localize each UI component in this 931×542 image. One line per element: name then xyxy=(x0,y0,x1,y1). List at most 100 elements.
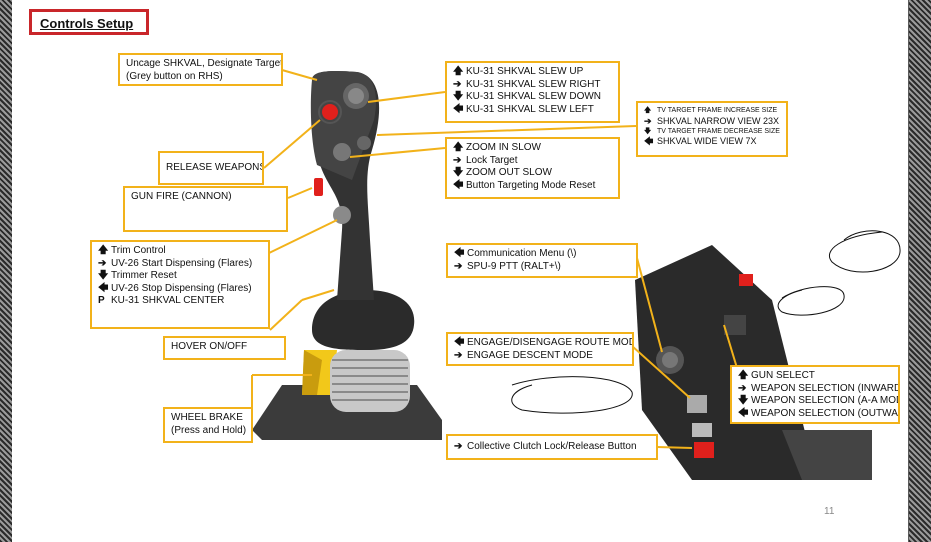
arrow-left-icon: 🡄 xyxy=(738,407,749,419)
callout-text: KU-31 SHKVAL SLEW RIGHT xyxy=(466,78,601,90)
leader-lines xyxy=(251,69,738,449)
callout-row: 🡄UV-26 Stop Dispensing (Flares) xyxy=(98,283,262,296)
callout-text: KU-31 SHKVAL SLEW UP xyxy=(466,66,584,77)
callout-row: P KU-31 SHKVAL CENTER xyxy=(98,295,262,308)
title-box: Controls Setup xyxy=(29,9,149,35)
page-title: Controls Setup xyxy=(40,16,134,31)
callout-row: 🡅KU-31 SHKVAL SLEW UP xyxy=(453,66,612,79)
callout-text: KU-31 SHKVAL SLEW LEFT xyxy=(466,103,594,115)
arrow-left-icon: 🡄 xyxy=(454,248,465,259)
callout-row: ➔ENGAGE DESCENT MODE xyxy=(454,350,626,363)
collective-panel xyxy=(635,245,872,480)
callout-row: ➔ UV-26 Start Dispensing (Flares) xyxy=(98,258,262,271)
callout-text: Lock Target xyxy=(466,154,518,166)
callout-hover: HOVER ON/OFF xyxy=(163,336,286,360)
arrow-left-icon: 🡄 xyxy=(644,136,654,146)
callout-text: SPU-9 PTT (RALT+\) xyxy=(467,260,561,272)
callout-row: 🡇 TV TARGET FRAME DECREASE SIZE xyxy=(644,127,780,137)
callout-line: (Grey button on RHS) xyxy=(126,70,223,82)
arrow-down-icon: 🡇 xyxy=(453,167,464,178)
callout-row: 🡄Communication Menu (\) xyxy=(454,248,630,261)
callout-row: ➔KU-31 SHKVAL SLEW RIGHT xyxy=(453,79,612,92)
callout-row: ➔ Lock Target xyxy=(453,155,612,168)
arrow-down-icon: 🡇 xyxy=(738,395,749,406)
callout-row: 🡅 TV TARGET FRAME INCREASE SIZE xyxy=(644,106,780,116)
callout-row: ➔ SPU-9 PTT (RALT+\) xyxy=(454,261,630,274)
scribble-marks xyxy=(511,230,901,414)
document-page: Controls Setup Uncage SHKVAL, Designate … xyxy=(12,0,908,542)
callout-route-mode: 🡄ENGAGE/DISENGAGE ROUTE MODE ➔ENGAGE DES… xyxy=(446,332,634,366)
callout-text: ENGAGE DESCENT MODE xyxy=(467,349,593,361)
arrow-left-icon: 🡄 xyxy=(98,282,109,294)
callout-text: GUN SELECT xyxy=(751,370,815,381)
arrow-right-icon: ➔ xyxy=(454,441,463,452)
callout-line: (Press and Hold) xyxy=(171,424,247,436)
callout-text: RELEASE WEAPONS xyxy=(166,162,264,173)
callout-row: ➔ SHKVAL NARROW VIEW 23X xyxy=(644,116,780,127)
callout-text: WEAPON SELECTION (INWARD) xyxy=(751,382,900,394)
arrow-up-icon: 🡅 xyxy=(453,142,464,153)
callout-communication: 🡄Communication Menu (\) ➔ SPU-9 PTT (RALT… xyxy=(446,243,638,278)
arrow-up-icon: 🡅 xyxy=(453,66,464,77)
callout-text: UV-26 Stop Dispensing (Flares) xyxy=(111,282,252,294)
callout-row: 🡄WEAPON SELECTION (OUTWARD) xyxy=(738,407,898,421)
callout-row: 🡄ENGAGE/DISENGAGE ROUTE MODE xyxy=(454,337,632,350)
arrow-left-icon: 🡄 xyxy=(453,179,464,191)
callout-text: KU-31 SHKVAL CENTER xyxy=(111,295,225,306)
callout-row: 🡅Trim Control xyxy=(98,245,262,258)
arrow-down-icon: 🡇 xyxy=(453,91,464,102)
arrow-up-icon: 🡅 xyxy=(98,245,109,256)
callout-tv-target-frame: 🡅 TV TARGET FRAME INCREASE SIZE ➔ SHKVAL N… xyxy=(636,101,788,157)
callout-row: 🡇WEAPON SELECTION (A-A MODE) xyxy=(738,395,898,408)
callout-text: KU-31 SHKVAL SLEW DOWN xyxy=(466,91,602,102)
callout-text: Trimmer Reset xyxy=(111,270,177,281)
callout-text: SHKVAL WIDE VIEW 7X xyxy=(657,136,757,146)
arrow-down-icon: 🡇 xyxy=(98,270,109,281)
callout-line: Uncage SHKVAL, Designate Target xyxy=(126,58,283,69)
callout-text: TV TARGET FRAME INCREASE SIZE xyxy=(657,107,778,114)
callout-row: 🡇ZOOM OUT SLOW xyxy=(453,167,612,180)
callout-text: SHKVAL NARROW VIEW 23X xyxy=(657,115,780,126)
callout-row: 🡅ZOOM IN SLOW xyxy=(453,142,612,155)
callout-zoom: 🡅ZOOM IN SLOW ➔ Lock Target 🡇ZOOM OUT SLO… xyxy=(445,137,620,199)
arrow-up-icon: 🡅 xyxy=(738,370,749,381)
callout-row: 🡇KU-31 SHKVAL SLEW DOWN xyxy=(453,91,612,104)
callout-trim-control: 🡅Trim Control ➔ UV-26 Start Dispensing (F… xyxy=(90,240,270,329)
callout-collective-clutch: ➔Collective Clutch Lock/Release Button xyxy=(446,434,658,460)
callout-row: 🡄SHKVAL WIDE VIEW 7X xyxy=(644,136,780,147)
callout-text: UV-26 Start Dispensing (Flares) xyxy=(111,257,253,269)
callout-text: HOVER ON/OFF xyxy=(171,341,248,352)
callout-text: ENGAGE/DISENGAGE ROUTE MODE xyxy=(467,337,634,348)
arrow-down-icon: 🡇 xyxy=(644,127,652,135)
arrow-right-icon: ➔ xyxy=(454,260,463,272)
callout-uncage-shkval: Uncage SHKVAL, Designate Target (Grey bu… xyxy=(118,53,283,86)
callout-wheel-brake: WHEEL BRAKE (Press and Hold) xyxy=(163,407,253,443)
arrow-right-icon: ➔ xyxy=(738,382,747,394)
callout-gun-select: 🡅GUN SELECT ➔ WEAPON SELECTION (INWARD) 🡇… xyxy=(730,365,900,424)
page-number: 11 xyxy=(824,506,835,517)
right-hatched-border xyxy=(909,0,931,542)
callout-row: ➔ WEAPON SELECTION (INWARD) xyxy=(738,382,898,396)
callout-row: ➔Collective Clutch Lock/Release Button xyxy=(454,441,650,454)
arrow-right-icon: ➔ xyxy=(644,115,652,126)
joystick-grip xyxy=(310,70,415,350)
callout-text: WEAPON SELECTION (A-A MODE) xyxy=(751,395,900,406)
arrow-right-icon: ➔ xyxy=(453,154,462,166)
arrow-left-icon: 🡄 xyxy=(453,103,464,115)
callout-text: Communication Menu (\) xyxy=(467,248,577,259)
joystick-base xyxy=(252,350,442,440)
press-icon: P xyxy=(98,295,105,306)
callout-text: GUN FIRE (CANNON) xyxy=(131,191,232,202)
callout-text: ZOOM IN SLOW xyxy=(466,142,541,153)
callout-gun-fire: GUN FIRE (CANNON) xyxy=(123,186,288,232)
callout-text: WEAPON SELECTION (OUTWARD) xyxy=(751,407,900,419)
callout-text: ZOOM OUT SLOW xyxy=(466,167,552,178)
callout-text: TV TARGET FRAME DECREASE SIZE xyxy=(657,127,780,135)
arrow-up-icon: 🡅 xyxy=(644,107,652,114)
arrow-right-icon: ➔ xyxy=(98,257,107,269)
arrow-left-icon: 🡄 xyxy=(454,337,465,348)
callout-row: 🡅GUN SELECT xyxy=(738,370,892,383)
callout-text: Button Targeting Mode Reset xyxy=(466,179,596,191)
callout-row: 🡇Trimmer Reset xyxy=(98,270,262,283)
callout-row: 🡄Button Targeting Mode Reset xyxy=(453,180,612,193)
